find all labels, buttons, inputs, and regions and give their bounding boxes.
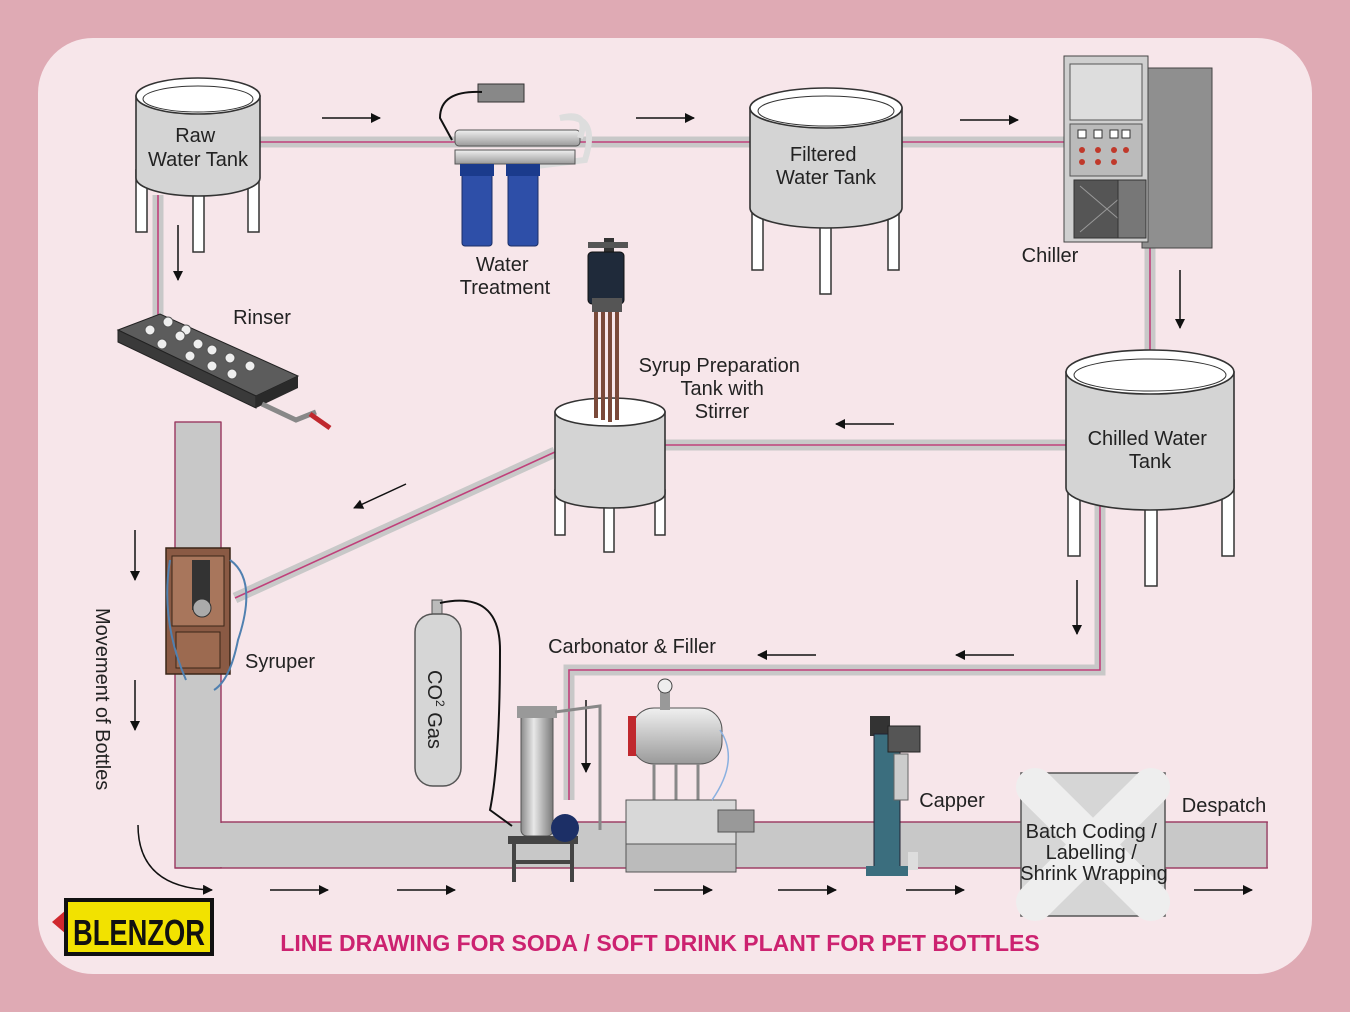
chilled-water-tank-label: Chilled Water Tank [1088, 428, 1213, 473]
carbonator-unit [508, 704, 602, 882]
rinser-unit: Rinser [116, 307, 332, 431]
diagram-panel [38, 38, 1312, 974]
raw-water-tank: Raw Water Tank [135, 77, 261, 253]
batch-coding-label: Batch Coding / Labelling / Shrink Wrappi… [1020, 821, 1167, 885]
syruper-label: Syruper [245, 651, 315, 673]
chilled-water-tank: Chilled Water Tank [1065, 349, 1235, 587]
co2-gas-label: CO2 Gas [423, 670, 447, 749]
chiller-label: Chiller [1022, 245, 1079, 267]
syrup-preparation-tank: Syrup Preparation Tank with Stirrer [554, 238, 806, 553]
rinser-label: Rinser [233, 307, 291, 329]
filtered-water-tank: Filtered Water Tank [749, 87, 903, 295]
batch-coding-box: Batch Coding / Labelling / Shrink Wrappi… [1016, 768, 1170, 921]
curved-arrow [137, 824, 213, 895]
diagram-title: LINE DRAWING FOR SODA / SOFT DRINK PLANT… [280, 930, 1039, 956]
co2-cylinder: CO2 Gas [414, 599, 513, 827]
filtered-water-tank-label: Filtered Water Tank [776, 144, 877, 189]
movement-of-bottles-label: Movement of Bottles [91, 608, 113, 790]
raw-water-tank-label: Raw Water Tank [148, 125, 249, 171]
carbonator-filler-label: Carbonator & Filler [548, 636, 716, 658]
water-treatment-unit: Water Treatment [438, 83, 592, 299]
despatch-label: Despatch [1182, 795, 1267, 817]
syrup-tank-label: Syrup Preparation Tank with Stirrer [639, 355, 806, 423]
capper-label: Capper [919, 790, 985, 812]
capper-unit: Capper [866, 716, 985, 876]
water-treatment-label: Water Treatment [460, 254, 551, 299]
blenzor-logo: BLENZOR [52, 898, 214, 956]
filler-unit: Carbonator & Filler [548, 636, 755, 873]
syruper-unit: Syruper [165, 547, 315, 691]
chiller-unit: Chiller [1022, 55, 1213, 267]
svg-text:BLENZOR: BLENZOR [73, 912, 205, 953]
flow-arrows [130, 113, 1253, 895]
